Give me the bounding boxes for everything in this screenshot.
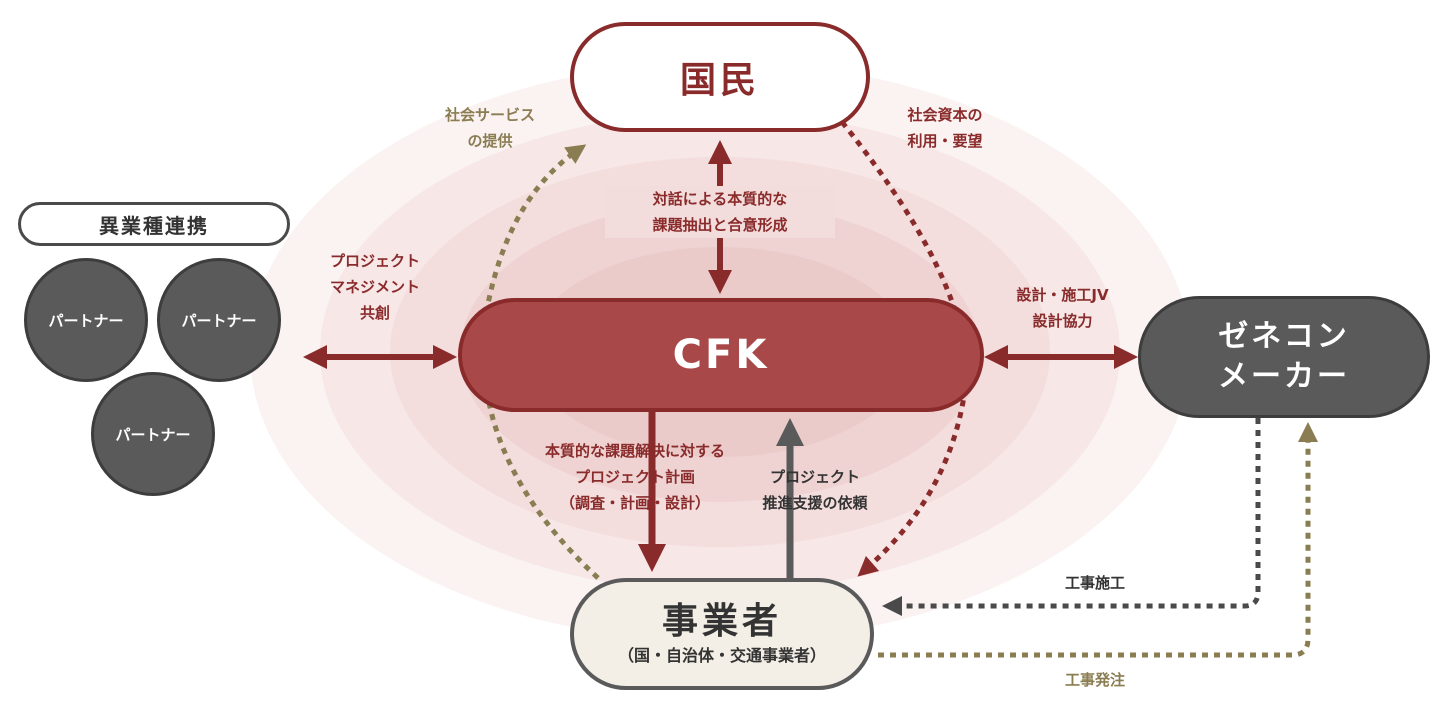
dialogue-label: 対話による本質的な 課題抽出と合意形成 [605, 186, 835, 238]
zenecon-node: ゼネコン メーカー [1138, 296, 1430, 418]
planning-label: 本質的な課題解決に対する プロジェクト計画 （調査・計画・設計） [544, 442, 725, 512]
jigyousha-title: 事業者 [661, 601, 782, 642]
order-label: 工事発注 [1064, 671, 1125, 689]
partner-circle: パートナー [91, 372, 215, 496]
kokumin-label: 国民 [679, 60, 760, 101]
zenecon-line1: ゼネコン [1218, 319, 1350, 354]
cfk-label: CFK [672, 332, 770, 378]
cfk-node: CFK [458, 298, 984, 412]
partnership-header: 異業種連携 [18, 202, 290, 246]
construction-label: 工事施工 [1064, 574, 1125, 592]
jigyousha-subtitle: （国・自治体・交通事業者） [617, 646, 826, 665]
jigyousha-node: 事業者 （国・自治体・交通事業者） [570, 578, 874, 690]
partner-label: パートナー [48, 311, 124, 330]
support-request-label: プロジェクト 推進支援の依頼 [762, 468, 868, 512]
social-capital-label: 社会資本の 利用・要望 [907, 106, 983, 150]
partner-circle: パートナー [24, 258, 148, 382]
partner-label: パートナー [181, 311, 257, 330]
zenecon-line2: メーカー [1218, 359, 1350, 394]
partner-circle: パートナー [157, 258, 281, 382]
design-jv-label: 設計・施工JV 設計協力 [1016, 286, 1109, 330]
project-mgmt-label: プロジェクト マネジメント 共創 [329, 252, 420, 322]
kokumin-node: 国民 [570, 22, 870, 132]
construction-arrow [882, 418, 1261, 616]
social-service-label: 社会サービス の提供 [444, 106, 535, 150]
partner-label: パートナー [115, 425, 191, 444]
partnership-header-label: 異業種連携 [99, 213, 209, 238]
